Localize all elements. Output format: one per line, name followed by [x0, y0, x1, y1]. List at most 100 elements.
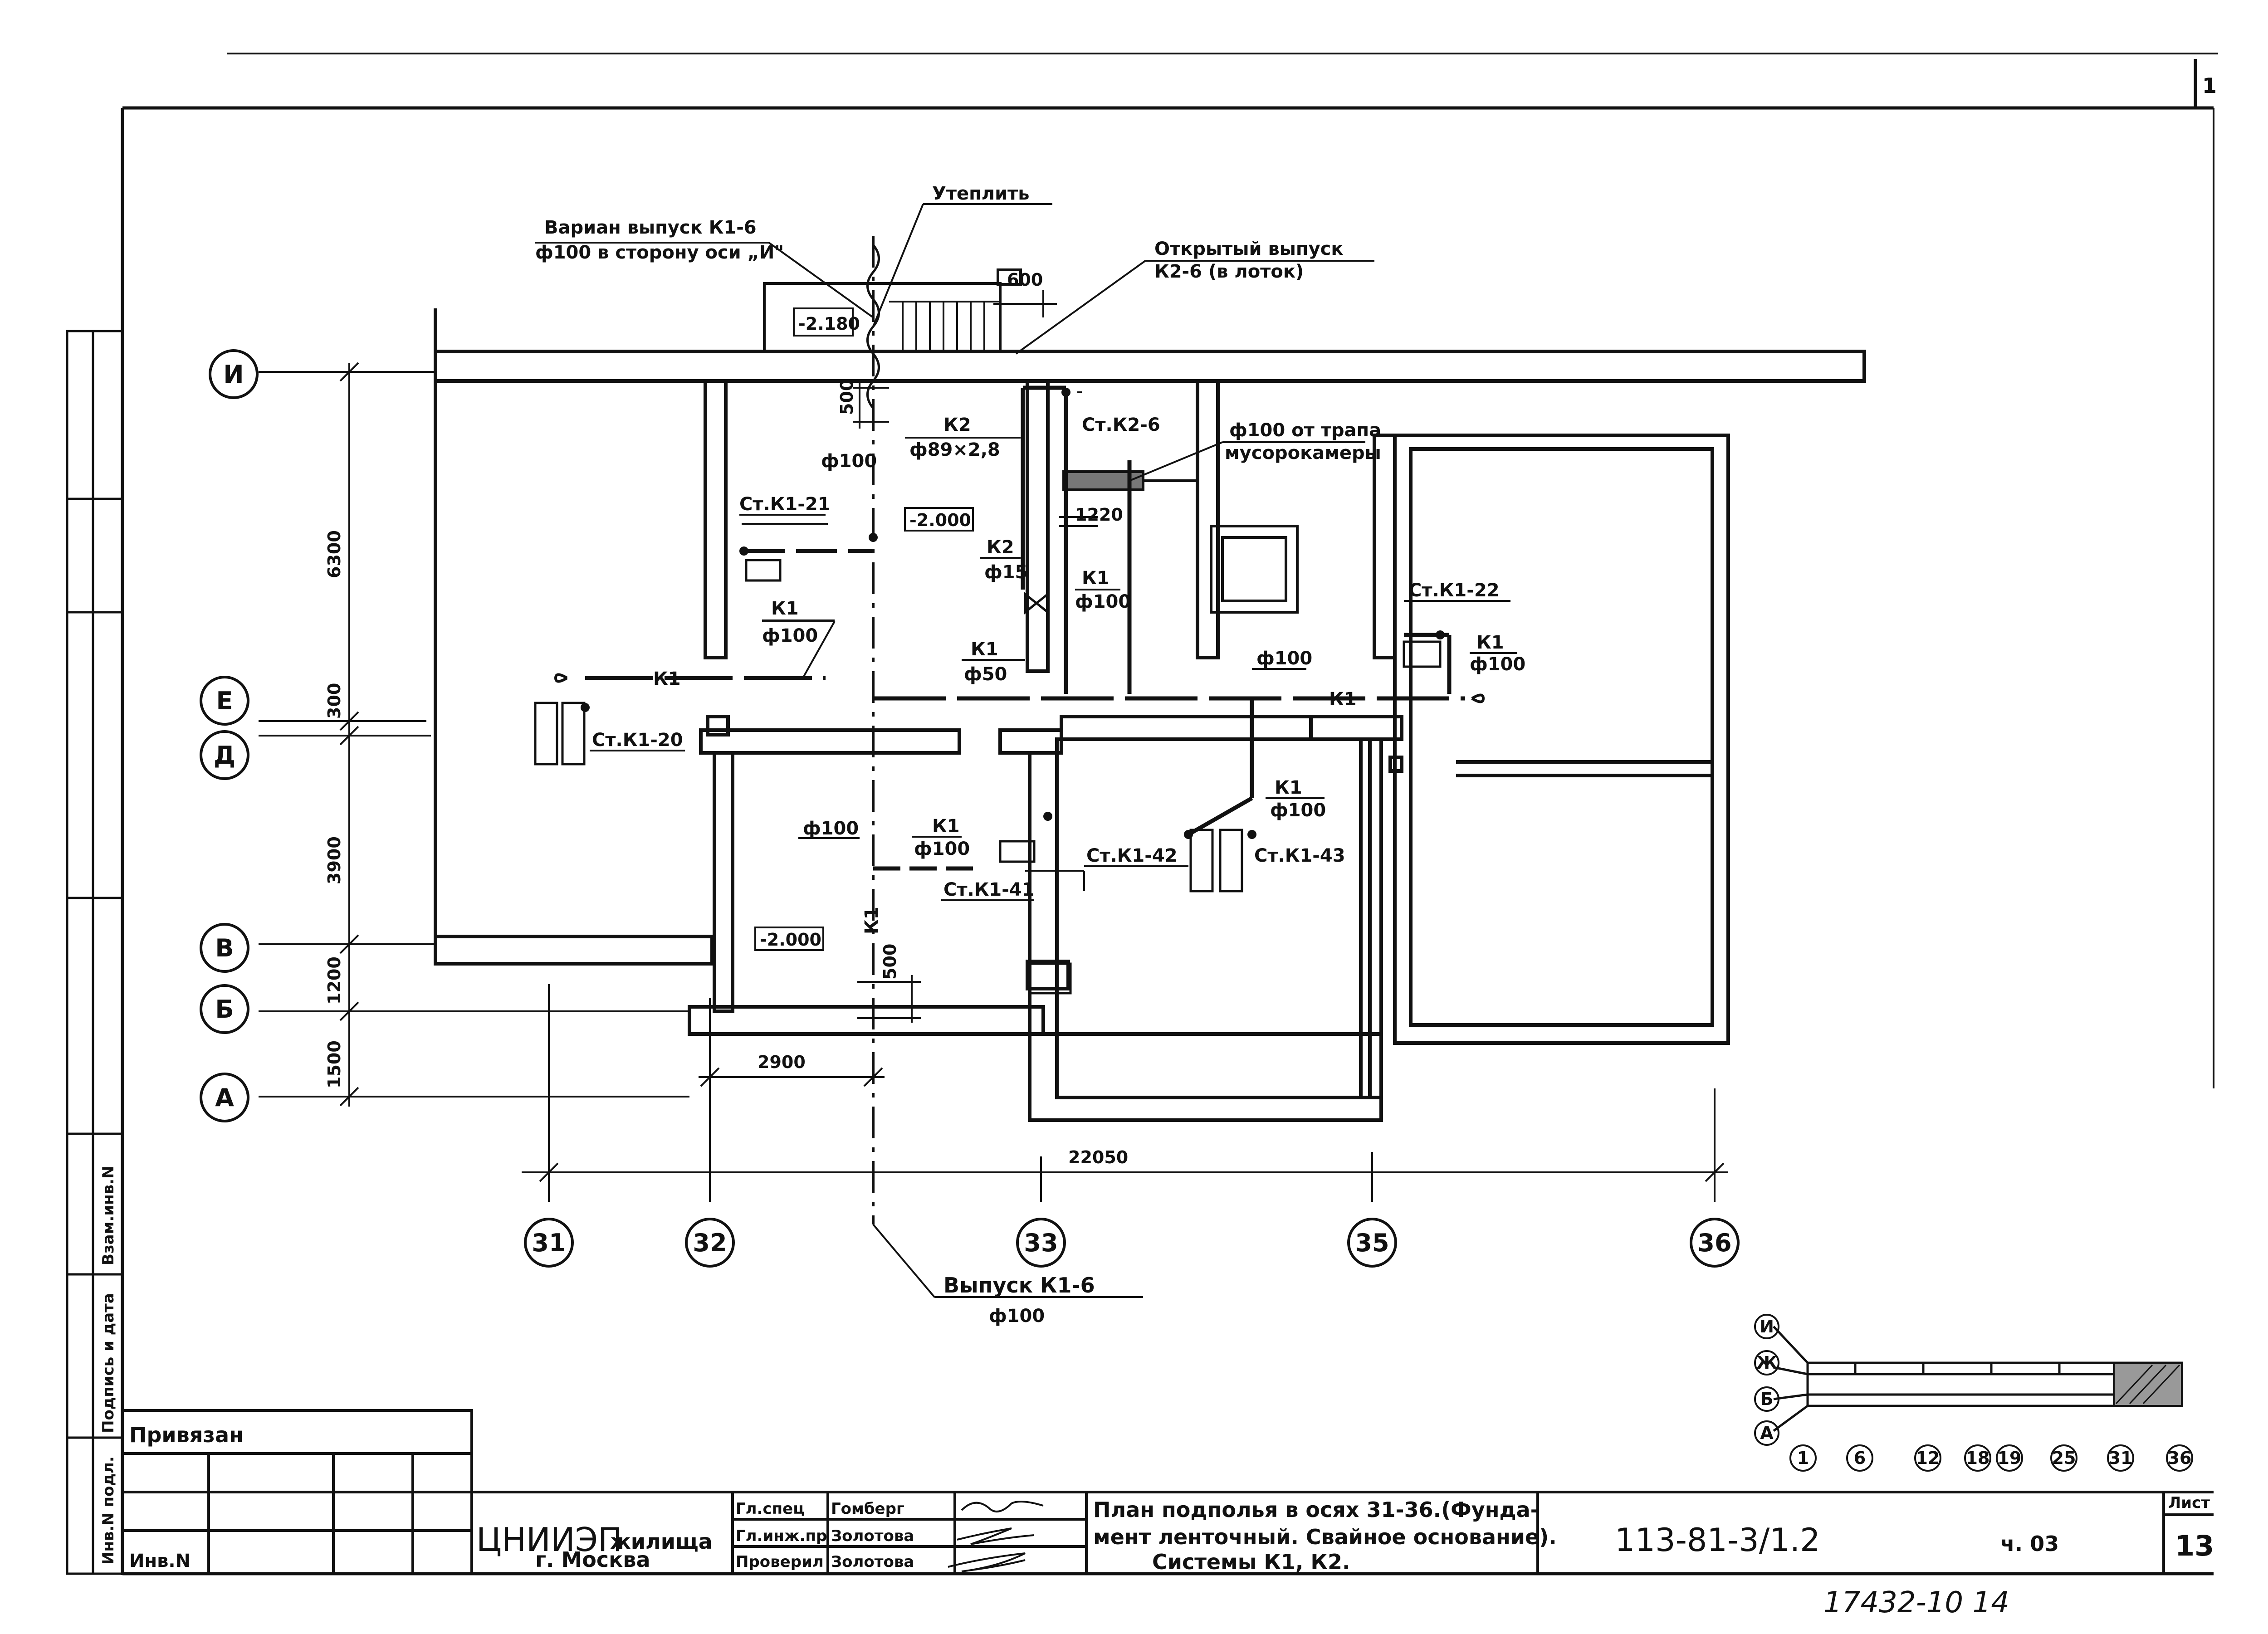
level-l2: -2.000	[909, 510, 971, 530]
pipe-d100-c: ф100	[1256, 648, 1312, 669]
note-outlet-line1: Выпуск К1-6	[943, 1273, 1095, 1297]
pipe-k2-a-d: ф89×2,8	[909, 439, 1000, 460]
svg-text:6: 6	[1854, 1448, 1866, 1468]
pipe-d100-low: ф100	[803, 818, 859, 839]
svg-text:19: 19	[1998, 1448, 2022, 1468]
note-open-outlet-line2: К2-6 (в лоток)	[1154, 261, 1304, 282]
pipe-k1-c: К1	[971, 639, 998, 660]
svg-text:32: 32	[693, 1229, 727, 1257]
fixtures	[534, 559, 1442, 995]
svg-text:В: В	[215, 934, 234, 962]
svg-text:33: 33	[1024, 1229, 1058, 1257]
pipes	[585, 385, 1465, 871]
tb-city: г. Москва	[535, 1547, 650, 1572]
dim-22050: 22050	[1068, 1147, 1128, 1167]
tb-title-line1: План подполья в осях 31-36.(Фунда-	[1093, 1497, 1539, 1522]
axis-lines	[259, 236, 1716, 1298]
axis-bubble-И: И	[209, 349, 259, 399]
tb-org-word: жилища	[610, 1529, 713, 1554]
note-outlet-line2: ф100	[989, 1306, 1045, 1327]
pipe-nodes	[581, 388, 1445, 839]
dim-1220: 1220	[1075, 505, 1123, 525]
svg-text:1: 1	[1797, 1448, 1809, 1468]
note-trap-line1: ф100 от трапа	[1229, 420, 1381, 441]
axis-bubble-36: 36	[1690, 1218, 1740, 1268]
entrance-stair	[763, 268, 1022, 353]
svg-text:18: 18	[1966, 1448, 1990, 1468]
note-open-outlet-line1: Открытый выпуск	[1154, 239, 1344, 259]
pipe-k1-low2-d: ф100	[1270, 800, 1326, 821]
dimension-chain-horizontal	[522, 1067, 1728, 1182]
tb-inv: Инв.N	[129, 1551, 191, 1571]
dim-500-top: 500	[837, 379, 857, 415]
svg-text:Д: Д	[214, 741, 235, 770]
note-trap-line2: мусорокамеры	[1225, 443, 1381, 463]
level-l1: -2.180	[798, 314, 860, 334]
stack-k1-20: Ст.К1-20	[592, 730, 683, 751]
note-variant-line2: ф100 в сторону оси „И"	[535, 242, 784, 263]
tb-part: ч. 03	[2000, 1532, 2059, 1556]
svg-text:12: 12	[1916, 1448, 1940, 1468]
svg-text:А: А	[1760, 1423, 1774, 1443]
pipe-k1-vertical: К1	[861, 907, 882, 934]
axis-bubble-31: 31	[524, 1218, 574, 1268]
axis-bubble-32: 32	[685, 1218, 735, 1268]
pipe-k2-b-d: ф15	[984, 562, 1027, 583]
level-l3: -2.000	[760, 930, 821, 950]
tb-bound: Привязан	[129, 1423, 244, 1447]
svg-text:Е: Е	[216, 687, 233, 715]
dim-3900: 3900	[324, 836, 344, 884]
corner-number: 1	[2202, 73, 2217, 98]
dim-600: 600	[1007, 270, 1043, 290]
tb-name3: Золотова	[831, 1553, 914, 1571]
tb-org-logo: ЦНИИЭП	[476, 1521, 622, 1559]
tb-title-line2: мент ленточный. Свайное основание).	[1093, 1525, 1557, 1549]
stack-k1-41: Ст.К1-41	[943, 879, 1035, 900]
pipe-k1-low-d: ф100	[914, 839, 970, 859]
pipe-k1-room-d: ф100	[762, 625, 818, 646]
stamp-label-2: Подпись и дата	[99, 1293, 117, 1433]
svg-text:36: 36	[2168, 1448, 2192, 1468]
tb-sheet-no: 13	[2175, 1529, 2214, 1562]
stamp-label-3: Взам.инв.N	[99, 1166, 117, 1265]
svg-text:Б: Б	[215, 995, 234, 1024]
axis-bubble-А: А	[200, 1073, 249, 1122]
svg-text:Б: Б	[1760, 1389, 1774, 1409]
tb-code: 113-81-3/1.2	[1615, 1522, 1820, 1559]
tb-role2: Гл.инж.пр	[736, 1527, 827, 1545]
level-box-l3	[754, 927, 824, 951]
pipe-k1-r: К1	[1476, 632, 1504, 653]
axis-bubble-В: В	[200, 923, 249, 973]
stamp-column	[66, 330, 124, 1575]
tb-sheet-label: Лист	[2168, 1494, 2210, 1512]
tb-role1: Гл.спец	[736, 1500, 804, 1518]
dim-1500: 1500	[324, 1040, 344, 1088]
level-box-l2	[904, 507, 974, 532]
dim-500-bottom: 500	[880, 944, 900, 980]
svg-text:И: И	[223, 360, 244, 389]
title-block-frame	[121, 1409, 2214, 1575]
pipe-k1-low2: К1	[1275, 777, 1302, 798]
stamp-label-1: Инв.N подл.	[99, 1456, 117, 1565]
svg-text:31: 31	[2109, 1448, 2133, 1468]
svg-text:Ж: Ж	[1756, 1353, 1778, 1373]
axis-bubble-Д: Д	[200, 730, 249, 780]
pipe-k2-a: К2	[943, 415, 971, 435]
dimension-chain-vertical	[339, 362, 359, 1107]
stack-k1-22: Ст.К1-22	[1408, 580, 1500, 601]
local-dimensions	[853, 290, 1098, 1023]
note-insulate: Утеплить	[932, 183, 1030, 204]
tb-role3: Проверил	[736, 1553, 824, 1571]
svg-text:35: 35	[1355, 1229, 1389, 1257]
stack-k1-42: Ст.К1-42	[1086, 845, 1178, 866]
pipe-k1-line-right: К1	[1329, 689, 1357, 710]
pipe-k1-room: К1	[771, 598, 799, 619]
dim-1200: 1200	[324, 956, 344, 1005]
valve-symbol	[1024, 591, 1049, 615]
tb-title-line3: Системы К1, К2.	[1152, 1550, 1350, 1574]
axis-bubble-33: 33	[1016, 1218, 1066, 1268]
tb-signatures	[948, 1501, 1044, 1572]
svg-text:А: А	[215, 1083, 234, 1112]
axis-bubble-Б: Б	[200, 984, 249, 1034]
pipe-d100-top: ф100	[821, 451, 877, 472]
